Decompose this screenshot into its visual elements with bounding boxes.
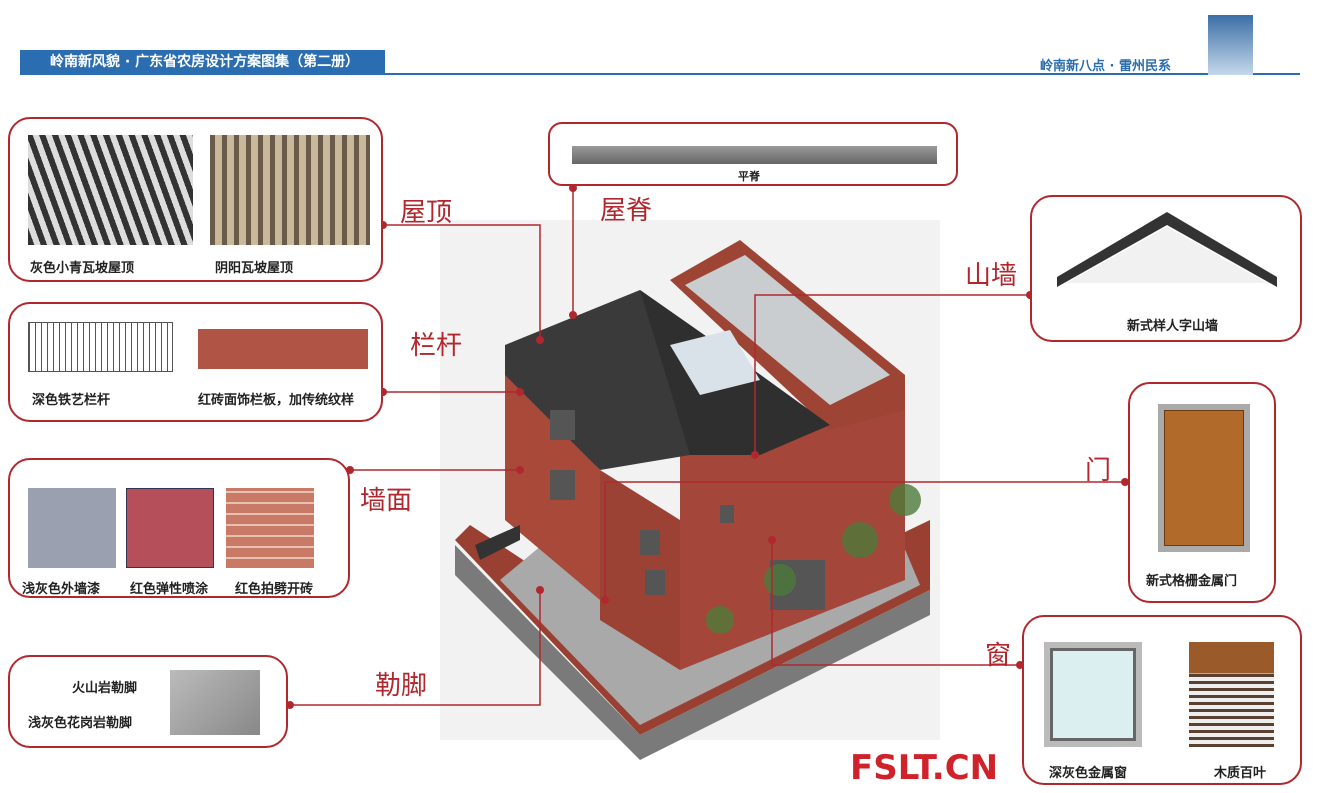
ridge-label: 屋脊: [600, 196, 653, 226]
header-right-title: 岭南新八点 · 雷州民系: [1040, 59, 1171, 74]
grey-tile-roof-swatch: [28, 135, 193, 245]
railing-label: 栏杆: [410, 331, 463, 361]
iron-railing-swatch: [28, 322, 173, 372]
metal-window-swatch: [1044, 642, 1142, 747]
base-item: 火山岩勒脚: [72, 681, 138, 696]
red-brick-swatch: [226, 488, 314, 568]
railing-item: 红砖面饰栏板，加传统纹样: [198, 393, 355, 408]
brick-parapet-swatch: [198, 329, 368, 369]
wall-item: 浅灰色外墙漆: [22, 582, 101, 597]
wall-callout: 浅灰色外墙漆 红色弹性喷涂 红色拍劈开砖: [8, 458, 350, 598]
window-callout: 深灰色金属窗 木质百叶: [1022, 615, 1302, 785]
roof-label: 屋顶: [400, 198, 453, 228]
province-map-icon: [1208, 15, 1253, 75]
ridge-item: 平脊: [738, 170, 760, 183]
roof-item: 阴阳瓦坡屋顶: [215, 261, 294, 276]
grey-paint-swatch: [28, 488, 116, 568]
gable-item: 新式样人字山墙: [1127, 319, 1219, 334]
railing-item: 深色铁艺栏杆: [32, 393, 111, 408]
gable-wall-swatch: [1057, 212, 1277, 287]
window-item: 深灰色金属窗: [1049, 766, 1128, 781]
base-label: 勒脚: [375, 671, 428, 701]
yinyang-tile-roof-swatch: [210, 135, 370, 245]
window-label: 窗: [985, 641, 1012, 671]
roof-callout: 灰色小青瓦坡屋顶 阴阳瓦坡屋顶: [8, 117, 383, 282]
metal-grille-door-swatch: [1164, 410, 1244, 546]
header-rule: [20, 73, 1300, 75]
header-left-title: 岭南新风貌 · 广东省农房设计方案图集（第二册）: [20, 50, 385, 74]
granite-base-swatch: [170, 670, 260, 735]
railing-callout: 深色铁艺栏杆 红砖面饰栏板，加传统纹样: [8, 302, 383, 422]
wood-louver-swatch: [1189, 642, 1274, 747]
wall-item: 红色拍劈开砖: [235, 582, 314, 597]
red-coating-swatch: [126, 488, 214, 568]
gable-label: 山墙: [965, 261, 1018, 291]
base-item: 浅灰色花岗岩勒脚: [28, 716, 133, 731]
door-callout: 新式格栅金属门: [1128, 382, 1276, 603]
gable-callout: 新式样人字山墙: [1030, 195, 1302, 342]
base-callout: 火山岩勒脚 浅灰色花岗岩勒脚: [8, 655, 288, 748]
door-item: 新式格栅金属门: [1146, 574, 1238, 589]
door-label: 门: [1085, 456, 1112, 486]
window-item: 木质百叶: [1214, 766, 1267, 781]
wall-label: 墙面: [360, 486, 413, 516]
roof-item: 灰色小青瓦坡屋顶: [30, 261, 135, 276]
ridge-callout: 平脊: [548, 122, 958, 186]
watermark: FSLT.CN: [850, 748, 999, 788]
flat-ridge-swatch: [572, 146, 937, 164]
wall-item: 红色弹性喷涂: [130, 582, 209, 597]
